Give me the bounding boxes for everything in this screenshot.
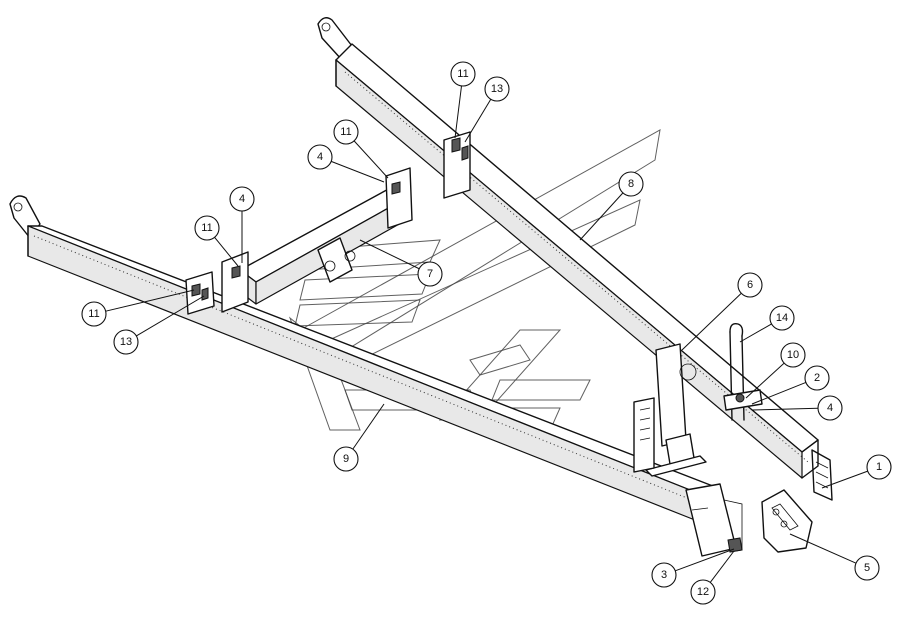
front-frame-beam [9, 195, 743, 557]
callout-label: 13 [491, 83, 503, 95]
callout-circle [450, 61, 476, 87]
callout-circle [618, 171, 644, 197]
rear-frame-beam [317, 17, 833, 501]
leader-line [352, 403, 385, 450]
callout-circle [484, 76, 510, 102]
callout-label: 4 [827, 402, 833, 414]
leader-line [353, 140, 389, 179]
callout-label: 10 [787, 349, 799, 361]
callout-label: 9 [343, 453, 349, 465]
callout-circle [769, 305, 795, 331]
leader-line [821, 470, 868, 489]
callout-3: 3 [651, 562, 677, 588]
callout-label: 11 [340, 126, 351, 138]
callout-label: 13 [120, 336, 132, 348]
callout-label: 4 [239, 193, 245, 205]
hitch-bracket [761, 489, 813, 553]
callout-circle [333, 119, 359, 145]
callout-11: 11 [333, 119, 359, 145]
callout-label: 12 [697, 586, 709, 598]
callout-circle [804, 365, 830, 391]
callout-2: 2 [804, 365, 830, 391]
callout-11: 11 [194, 215, 220, 241]
callout-11: 11 [81, 301, 107, 327]
callout-label: 11 [88, 308, 99, 320]
callout-label: 11 [457, 68, 468, 80]
leader-line [745, 362, 785, 399]
callout-label: 4 [317, 151, 323, 163]
callout-label: 8 [628, 178, 634, 190]
callout-6: 6 [737, 272, 763, 298]
callout-circle [194, 215, 220, 241]
leader-line [709, 550, 735, 583]
callout-label: 7 [427, 268, 433, 280]
callout-circle [81, 301, 107, 327]
callout-circle [113, 329, 139, 355]
leader-line [751, 381, 807, 405]
jack-stand [633, 343, 707, 477]
callout-label: 6 [747, 279, 753, 291]
leader-lines [105, 85, 868, 583]
callout-label: 2 [814, 372, 820, 384]
leader-line [454, 85, 463, 139]
callout-circle [690, 579, 716, 605]
leader-line [579, 192, 624, 241]
callout-12: 12 [690, 579, 716, 605]
leader-line [751, 407, 819, 411]
callout-label: 1 [876, 461, 882, 473]
callout-10: 10 [780, 342, 806, 368]
callout-label: 5 [864, 562, 870, 574]
leader-line [330, 160, 385, 183]
callout-13: 13 [113, 329, 139, 355]
callout-5: 5 [854, 555, 880, 581]
callout-circle [737, 272, 763, 298]
callout-7: 7 [417, 261, 443, 287]
callout-circle [866, 454, 892, 480]
callout-circle [780, 342, 806, 368]
leader-line [105, 289, 195, 312]
leader-line [464, 99, 492, 143]
callout-circle [229, 186, 255, 212]
callout-4: 4 [307, 144, 333, 170]
callout-circle [417, 261, 443, 287]
callout-label: 14 [776, 312, 788, 324]
latch-pin [723, 322, 763, 421]
callout-13: 13 [484, 76, 510, 102]
callout-circle [651, 562, 677, 588]
leader-line [681, 292, 742, 351]
callout-label: 11 [201, 222, 212, 234]
callout-circle [817, 395, 843, 421]
callout-circle [854, 555, 880, 581]
callout-label: 3 [661, 569, 667, 581]
front-beam-brackets [185, 271, 215, 315]
leader-line [675, 548, 735, 572]
callout-9: 9 [333, 446, 359, 472]
callout-4: 4 [229, 186, 255, 212]
leader-line [214, 236, 239, 267]
callout-1: 1 [866, 454, 892, 480]
leader-line [136, 295, 205, 337]
callout-14: 14 [769, 305, 795, 331]
callout-8: 8 [618, 171, 644, 197]
cross-beam [221, 167, 413, 313]
callout-circle [307, 144, 333, 170]
callout-circle [333, 446, 359, 472]
leader-line [789, 533, 857, 564]
leader-line [739, 323, 772, 343]
leader-line [359, 239, 420, 270]
callout-4: 4 [817, 395, 843, 421]
callout-11: 11 [450, 61, 476, 87]
